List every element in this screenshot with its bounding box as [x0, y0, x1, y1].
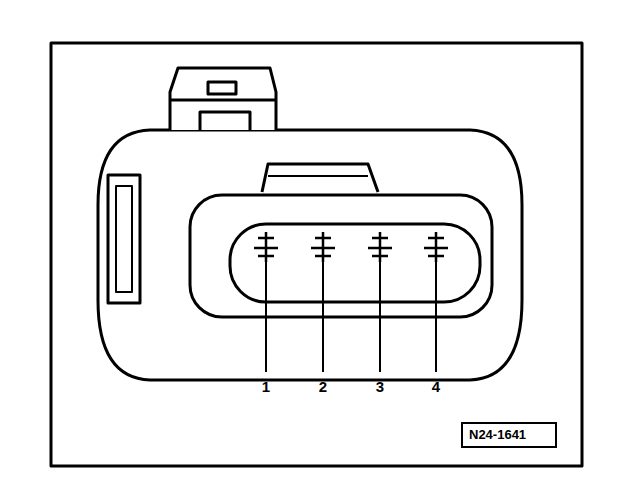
- pin-cavity: [230, 224, 480, 302]
- locking-tab: [170, 68, 276, 130]
- callout-number: 1: [262, 379, 270, 394]
- pin-contacts: [254, 232, 448, 262]
- callout-number: 4: [432, 379, 440, 394]
- side-window-inner: [116, 186, 132, 292]
- lock-ramp-edge: [268, 175, 368, 177]
- leader-line: [435, 262, 437, 372]
- tab-slot: [208, 82, 236, 94]
- reference-code: N24-1641: [469, 427, 549, 443]
- side-window: [108, 175, 140, 303]
- callout-number: 3: [376, 379, 384, 394]
- leader-line: [322, 262, 324, 372]
- pin-contact: [254, 232, 278, 262]
- pin-contact: [311, 232, 335, 262]
- reference-box: N24-1641: [461, 422, 557, 448]
- leader-lines: [266, 262, 436, 372]
- frame-border: [51, 43, 582, 466]
- tab-edge: [170, 99, 276, 102]
- callout-number: 2: [319, 379, 327, 394]
- connector-face: [190, 195, 492, 317]
- tab-body: [200, 112, 250, 130]
- pin-contact: [424, 232, 448, 262]
- lock-ramp: [262, 164, 378, 192]
- connector-housing: [98, 130, 522, 380]
- leader-line: [265, 262, 267, 372]
- leader-line: [379, 262, 381, 372]
- pin-contact: [368, 232, 392, 262]
